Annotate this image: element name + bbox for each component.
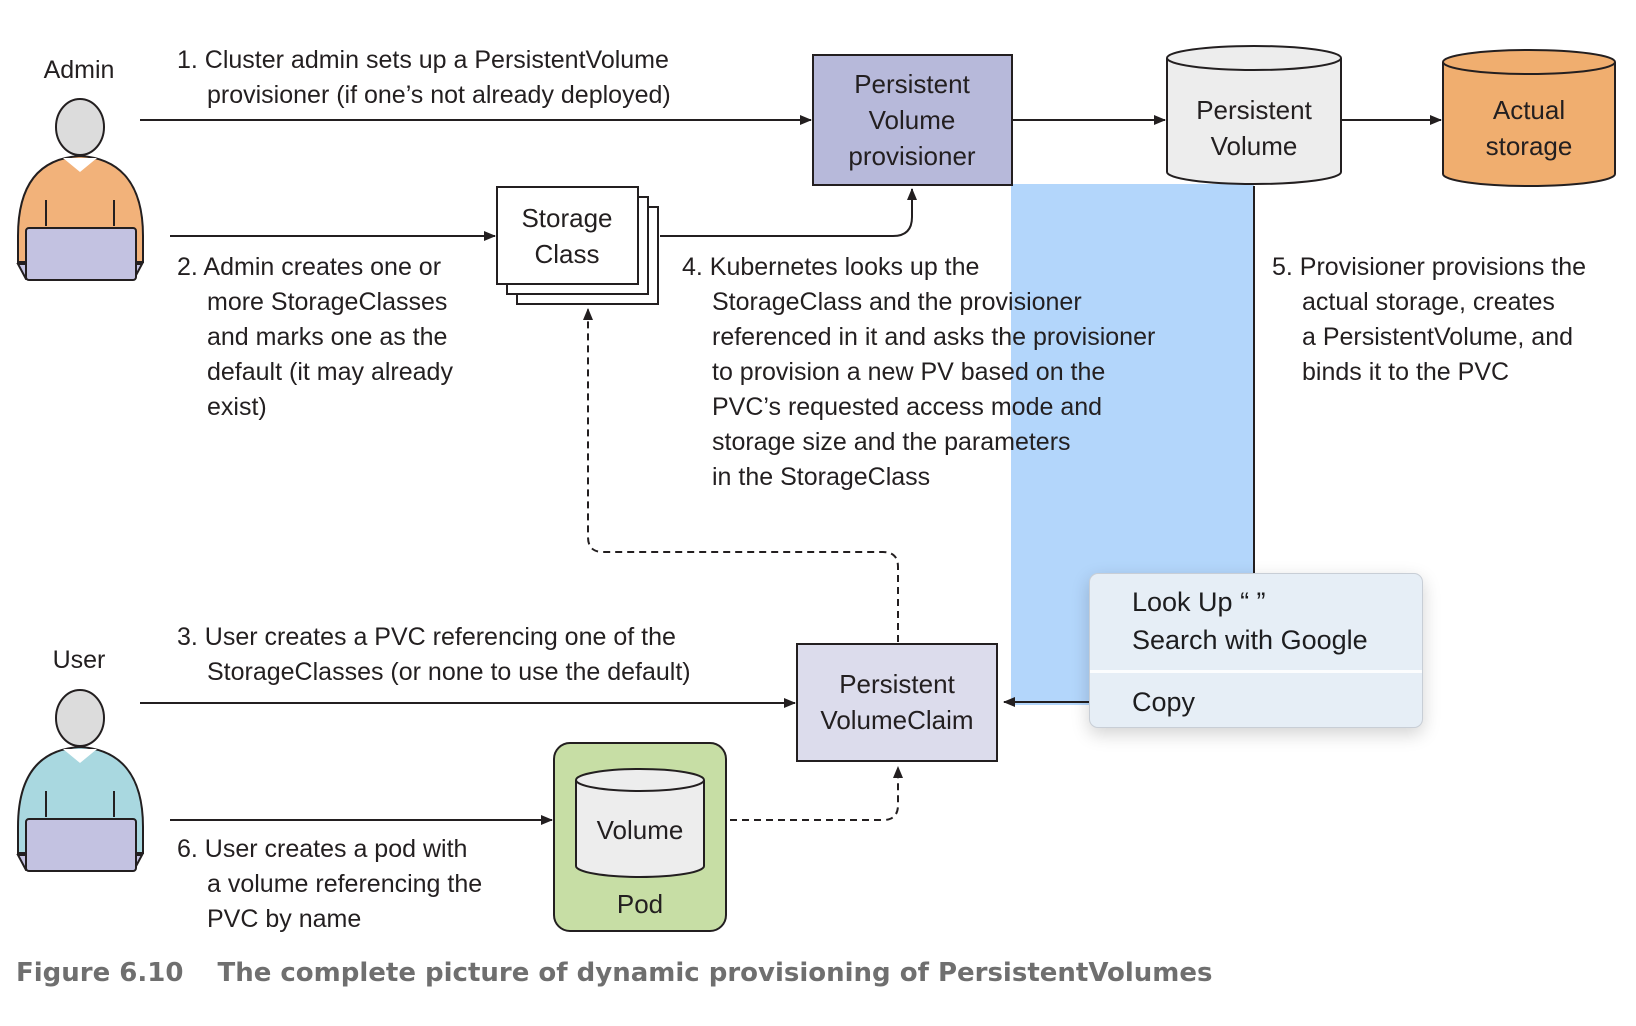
pvc-label-line1: Persistent xyxy=(839,669,955,699)
step-2-line: default (it may already xyxy=(207,358,453,386)
step-5-line: 5. Provisioner provisions the xyxy=(1272,253,1586,281)
provisioner-label-line3: provisioner xyxy=(848,141,976,171)
dashed-arrow-volume-to-pvc xyxy=(706,766,903,821)
step-4-line: to provision a new PV based on the xyxy=(712,358,1105,386)
step-4-text: 4. Kubernetes looks up the StorageClass … xyxy=(682,253,1162,491)
admin-head xyxy=(55,98,105,156)
step-5-line: binds it to the PVC xyxy=(1302,358,1509,386)
menu-item-copy[interactable]: Copy xyxy=(1132,687,1196,717)
user-label: User xyxy=(53,646,106,674)
step-6-line: 6. User creates a pod with xyxy=(177,835,467,863)
arrow-storageclass-to-provisioner xyxy=(660,188,917,237)
step-6-text: 6. User creates a pod with a volume refe… xyxy=(177,835,489,933)
user-laptop-icon xyxy=(25,818,137,872)
user-person-icon xyxy=(16,689,144,872)
figure-title: The complete picture of dynamic provisio… xyxy=(217,958,1213,988)
step-2-line: 2. Admin creates one or xyxy=(177,253,441,281)
step-4-line: PVC’s requested access mode and xyxy=(712,393,1102,421)
dashed-arrow-pvc-to-storageclass xyxy=(583,308,899,642)
pod-label: Pod xyxy=(617,889,663,919)
step-4-line: referenced in it and asks the provisione… xyxy=(712,323,1155,351)
user-head xyxy=(55,689,105,747)
provisioner-box xyxy=(812,54,1013,186)
pvc-label-line2: VolumeClaim xyxy=(820,705,973,735)
step-3-text: 3. User creates a PVC referencing one of… xyxy=(177,623,691,686)
step-1-text: 1. Cluster admin sets up a PersistentVol… xyxy=(177,46,676,109)
pv-label-line2: Volume xyxy=(1211,131,1298,161)
step-5-line: a PersistentVolume, and xyxy=(1302,323,1573,351)
storageclass-label-line2: Class xyxy=(534,239,599,269)
step-5-text: 5. Provisioner provisions the actual sto… xyxy=(1272,253,1593,386)
persistent-volume-cylinder xyxy=(1166,45,1342,185)
storage-label-line2: storage xyxy=(1486,131,1573,161)
step-2-text: 2. Admin creates one or more StorageClas… xyxy=(177,253,460,421)
step-2-line: exist) xyxy=(207,393,267,421)
admin-label: Admin xyxy=(44,56,115,84)
volume-label: Volume xyxy=(597,815,684,845)
step-6-line: a volume referencing the xyxy=(207,870,482,898)
storageclass-stack xyxy=(496,186,659,305)
storage-label-line1: Actual xyxy=(1493,95,1565,125)
menu-item-look-up[interactable]: Look Up “ ” xyxy=(1132,587,1266,617)
admin-laptop-icon xyxy=(25,227,137,281)
storageclass-box xyxy=(496,186,639,285)
step-1-line: provisioner (if one’s not already deploy… xyxy=(207,81,671,109)
step-4-line: 4. Kubernetes looks up the xyxy=(682,253,979,281)
step-1-line: 1. Cluster admin sets up a PersistentVol… xyxy=(177,46,669,74)
step-2-line: and marks one as the xyxy=(207,323,447,351)
volume-cylinder xyxy=(575,768,705,878)
step-4-line: StorageClass and the provisioner xyxy=(712,288,1082,316)
step-5-line: actual storage, creates xyxy=(1302,288,1555,316)
pvc-box xyxy=(796,643,998,762)
figure-caption: Figure 6.10 The complete picture of dynam… xyxy=(16,958,1213,988)
step-3-line: StorageClasses (or none to use the defau… xyxy=(207,658,691,686)
admin-person-icon xyxy=(16,98,144,281)
provisioner-label-line2: Volume xyxy=(869,105,956,135)
step-4-line: storage size and the parameters xyxy=(712,428,1071,456)
step-6-line: PVC by name xyxy=(207,905,361,933)
actual-storage-cylinder xyxy=(1442,49,1616,187)
menu-separator xyxy=(1090,670,1422,673)
provisioner-label-line1: Persistent xyxy=(854,69,970,99)
pv-label-line1: Persistent xyxy=(1196,95,1312,125)
step-3-line: 3. User creates a PVC referencing one of… xyxy=(177,623,676,651)
storageclass-label-line1: Storage xyxy=(521,203,612,233)
figure-number: Figure 6.10 xyxy=(16,958,184,988)
step-4-line: in the StorageClass xyxy=(712,463,930,491)
context-menu: Look Up “ ” Search with Google Copy xyxy=(1089,573,1423,728)
menu-item-search-with-google[interactable]: Search with Google xyxy=(1132,625,1368,655)
step-2-line: more StorageClasses xyxy=(207,288,447,316)
